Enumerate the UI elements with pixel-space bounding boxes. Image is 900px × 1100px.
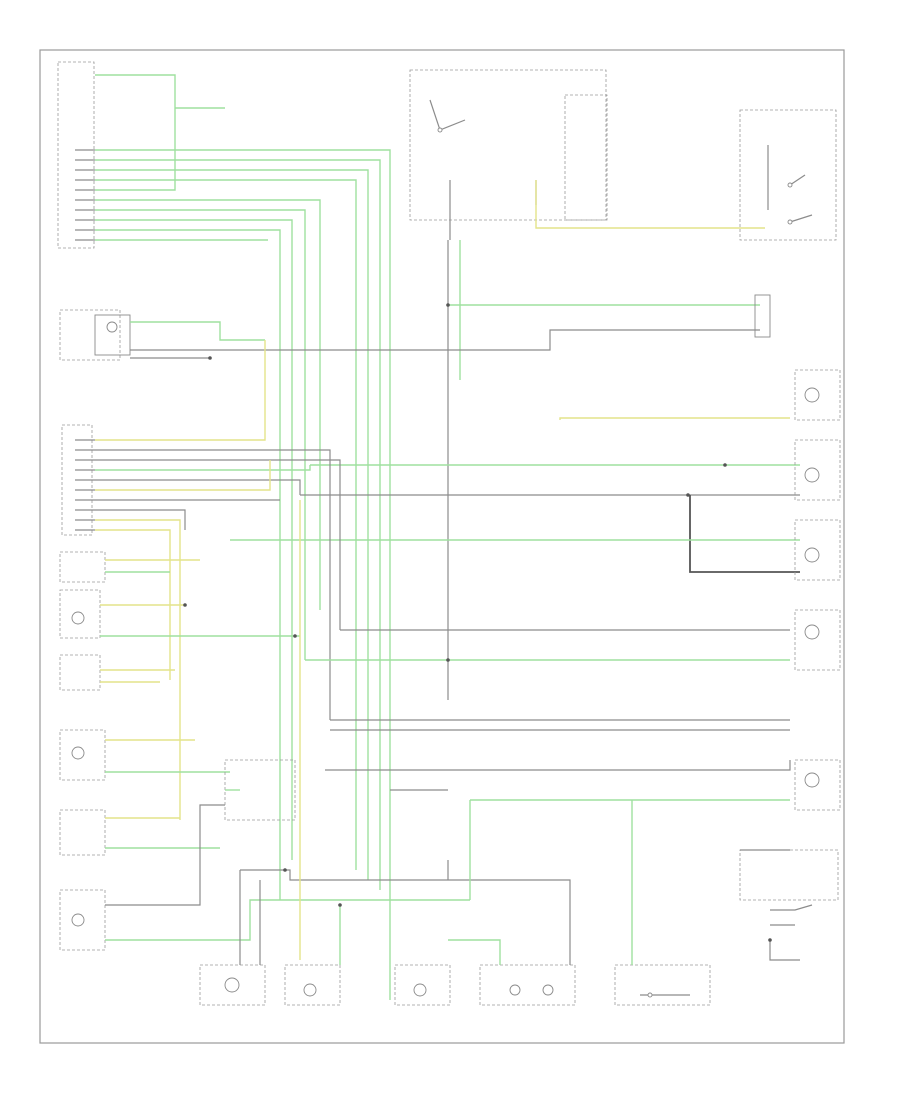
illumination-light-2 bbox=[794, 759, 841, 811]
release-switch bbox=[739, 109, 837, 241]
wire-ignition-yellow bbox=[535, 180, 765, 229]
ignition-switch bbox=[409, 69, 608, 240]
dimmer bbox=[59, 309, 760, 361]
illumination-light-1 bbox=[794, 609, 841, 671]
switch-left-4 bbox=[59, 729, 230, 781]
wires-junction bbox=[95, 340, 341, 820]
wires-right-upper bbox=[230, 294, 800, 573]
power-window-switch bbox=[59, 804, 470, 951]
switch-left-3 bbox=[59, 654, 175, 691]
junction-left bbox=[61, 424, 95, 536]
sunroof-switch bbox=[394, 964, 451, 1006]
heater-control bbox=[224, 759, 296, 821]
dash-connector-top bbox=[57, 61, 95, 249]
wires-top-green bbox=[95, 74, 391, 1000]
clock bbox=[479, 964, 576, 1006]
seat-switch bbox=[284, 964, 341, 1006]
wires-middle bbox=[305, 629, 791, 801]
switch-left-1 bbox=[59, 551, 200, 583]
dimmer-bottom bbox=[614, 964, 711, 1006]
switch-left-5 bbox=[59, 809, 220, 856]
courtesy-lamp-rf bbox=[794, 369, 841, 421]
joint-connector bbox=[739, 849, 839, 961]
trunk-lamp bbox=[794, 439, 841, 501]
hazard-switch bbox=[199, 870, 266, 1006]
glove-box-lamp bbox=[794, 519, 841, 581]
switch-left-2 bbox=[59, 589, 300, 639]
wires-bottom bbox=[240, 500, 790, 965]
diagram-frame bbox=[39, 49, 845, 1044]
